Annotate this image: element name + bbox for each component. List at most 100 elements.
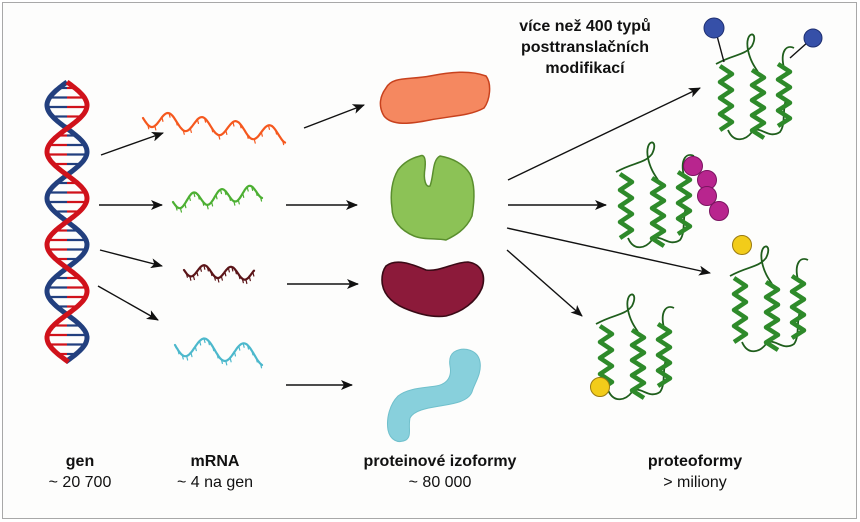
mrna-base: [219, 188, 223, 195]
loop: [661, 306, 675, 329]
alpha-helix: [655, 322, 673, 388]
mrna-base: [255, 357, 258, 363]
mrna-base: [185, 272, 188, 278]
alpha-helix: [763, 280, 781, 352]
mrna-base: [224, 189, 227, 196]
mrna-base: [260, 131, 263, 137]
mrna-base: [217, 277, 220, 283]
alpha-helix: [789, 274, 807, 340]
mrna-base: [224, 271, 227, 277]
ptm-blue-icon: [703, 17, 725, 39]
mrna-base: [154, 125, 157, 131]
ptm-annotation-line: více než 400 typů: [519, 18, 651, 35]
ptm-yellow-icon: [590, 377, 610, 397]
ptm-magenta-icon: [683, 156, 703, 176]
mrna-base: [241, 278, 244, 284]
mrna-base: [203, 117, 207, 123]
mrna-base: [175, 120, 178, 126]
mrna-strand-2: [182, 264, 256, 281]
mrna-base: [189, 275, 192, 281]
mrna-base: [210, 201, 214, 207]
mrna-base: [227, 267, 230, 273]
column-value: > miliony: [663, 474, 727, 491]
mrna-base: [199, 266, 202, 272]
mrna-base: [182, 129, 185, 135]
loop: [615, 141, 659, 181]
ptm-yellow-icon: [732, 235, 752, 255]
alpha-helix: [731, 276, 749, 344]
column-title: proteinové izoformy: [363, 453, 517, 470]
protein-isoform-cyan-icon: [387, 348, 481, 443]
mrna-base: [229, 357, 232, 363]
mrna-base: [203, 337, 206, 344]
column-label-gene: gen ~ 20 700: [20, 452, 140, 494]
alpha-helix: [717, 64, 735, 132]
mrna-base: [193, 191, 196, 198]
mrna-base: [181, 354, 184, 360]
alpha-helix: [749, 68, 767, 140]
mrna-strand-3: [173, 337, 264, 367]
mrna-base: [213, 275, 216, 281]
protein-isoforms: [379, 71, 491, 443]
loop: [681, 154, 695, 177]
mrna-base: [215, 194, 218, 200]
mrna-base: [231, 266, 234, 272]
ptm-annotation: více než 400 typů posttranslačních modif…: [490, 16, 680, 79]
proteoform-yellow-top: [729, 235, 809, 353]
mrna-base: [238, 345, 241, 351]
column-value: ~ 80 000: [408, 474, 472, 491]
alpha-helix: [629, 328, 647, 400]
mrna-base: [233, 351, 237, 357]
loop: [595, 293, 639, 333]
mrna-base: [246, 344, 250, 350]
arrow: [303, 104, 365, 129]
arrow: [507, 87, 701, 181]
mrna-base: [242, 342, 245, 348]
mrna-base: [251, 350, 254, 356]
column-label-proteoforms: proteoformy > miliony: [610, 452, 780, 494]
mrna-base: [220, 358, 223, 365]
arrows-gene-to-mrna: [97, 131, 164, 321]
mrna-base: [246, 186, 249, 192]
mrna-base: [196, 271, 199, 277]
mrna-base: [245, 278, 248, 285]
mrna-base: [255, 190, 258, 197]
mrna-base: [212, 346, 215, 352]
mrna-base: [177, 349, 180, 355]
ptm-magenta-icon: [697, 186, 717, 206]
column-title: mRNA: [190, 453, 240, 470]
mrna-base: [238, 274, 241, 280]
mrna-base: [186, 355, 189, 361]
mrna-base: [202, 200, 205, 206]
arrows-protein-to-proteoform: [506, 87, 711, 317]
loop: [729, 245, 773, 285]
ptm-magenta-icon: [709, 201, 729, 221]
mrna-base: [248, 275, 251, 282]
mrna-base: [239, 123, 242, 129]
arrows-mrna-to-protein: [286, 104, 365, 390]
mrna-base: [199, 340, 202, 346]
mrna-base: [184, 203, 187, 209]
column-value: ~ 20 700: [48, 474, 112, 491]
proteoform-glyco: [615, 141, 729, 249]
mrna-base: [267, 124, 271, 130]
mrna-base: [274, 129, 278, 135]
mrna-base: [188, 195, 191, 202]
mrna-base: [196, 118, 200, 125]
mrna-base: [253, 138, 256, 144]
arrow: [506, 249, 583, 317]
mrna-base: [189, 127, 192, 133]
mrna-base: [161, 116, 164, 122]
mrna-base: [203, 264, 206, 270]
ptm-annotation-line: posttranslačních: [520, 39, 650, 56]
proteoform-yellow-bottom: [590, 293, 675, 401]
arrow: [99, 249, 163, 269]
column-label-isoforms: proteinové izoformy ~ 80 000: [330, 452, 550, 494]
mrna-strand-0: [141, 111, 287, 144]
proteoform-phospho: [703, 17, 823, 141]
loop: [781, 46, 795, 69]
mrna-base: [246, 133, 249, 139]
arrow: [506, 227, 711, 276]
mrna-base: [190, 352, 193, 358]
alpha-helix: [597, 324, 615, 392]
